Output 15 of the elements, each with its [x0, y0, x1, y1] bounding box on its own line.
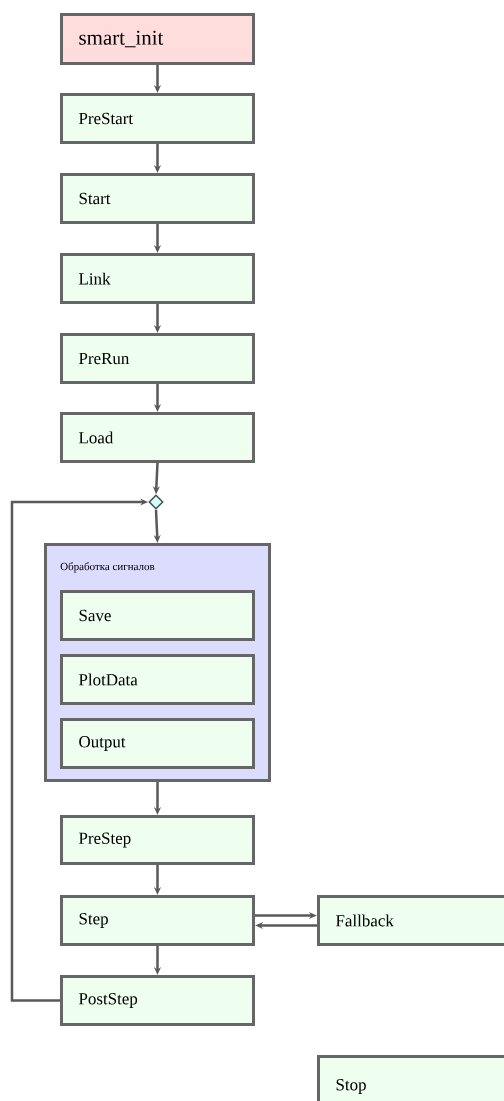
process-box: Output [60, 718, 255, 769]
process-box: PreRun [60, 333, 255, 384]
junction-diamond [148, 494, 164, 510]
process-box: PlotData [60, 654, 255, 705]
process-box: Start [60, 173, 255, 224]
process-box: PreStart [60, 93, 255, 144]
process-box: Step [60, 895, 255, 946]
process-box: Load [60, 412, 255, 463]
process-box: Save [60, 590, 255, 641]
process-box: PostStep [60, 975, 255, 1026]
process-box: Fallback [317, 895, 504, 946]
process-box: Link [60, 253, 255, 304]
start-box: smart_init [60, 13, 255, 65]
process-box: PreStep [60, 815, 255, 865]
process-box: Stop [317, 1055, 504, 1101]
